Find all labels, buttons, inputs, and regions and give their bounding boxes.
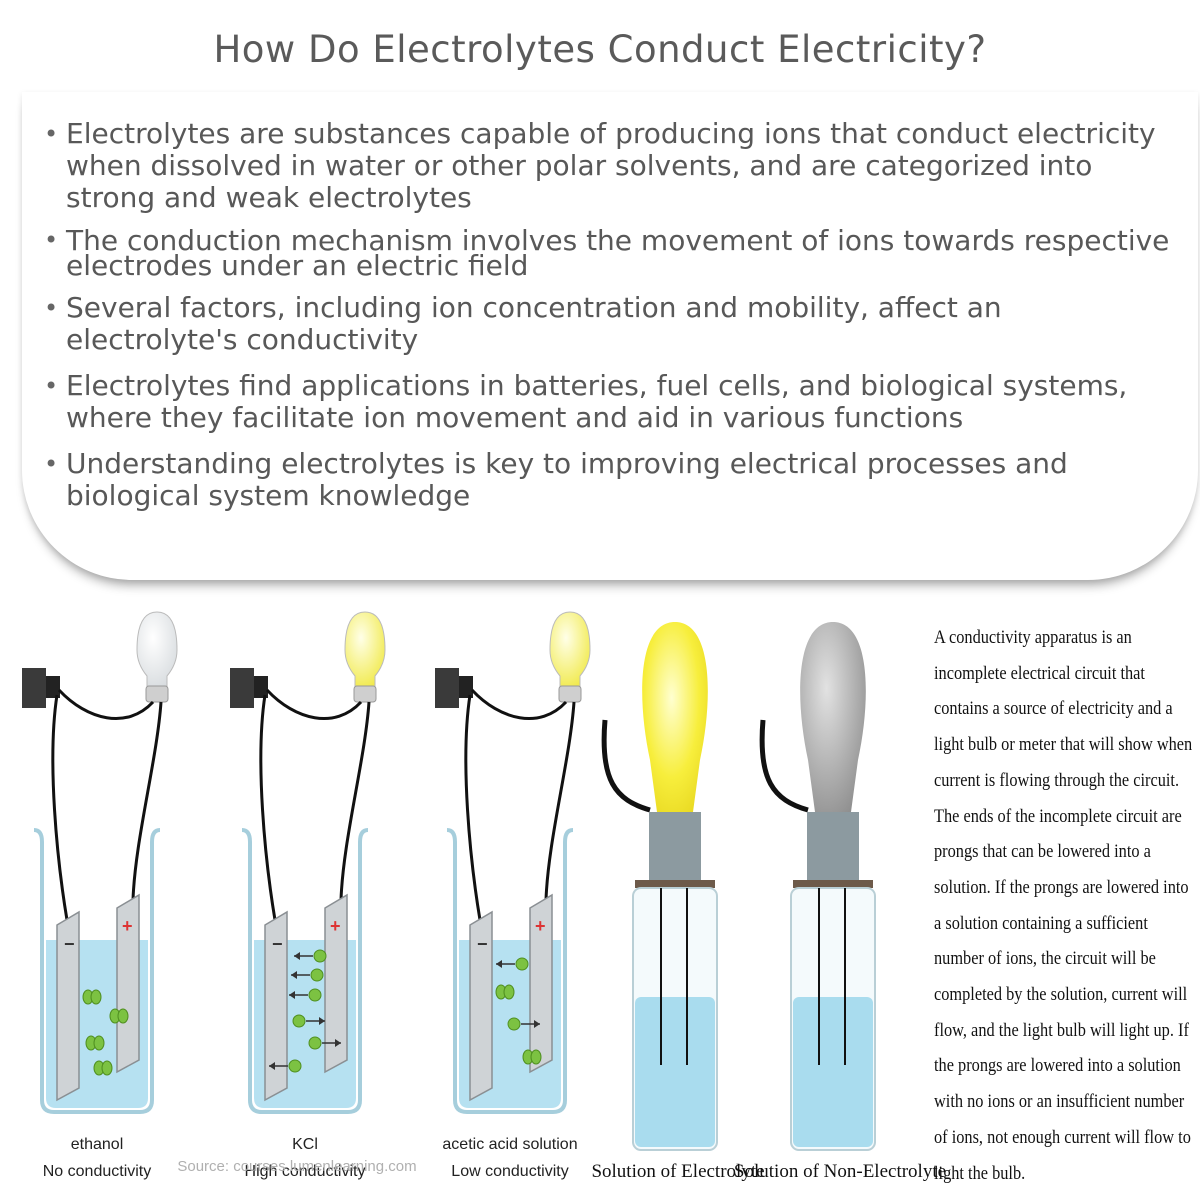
- beaker-name-acetic: acetic acid solution: [442, 1136, 577, 1153]
- light-bulb-icon: [344, 611, 386, 687]
- ion: [515, 957, 529, 971]
- light-bulb-icon: [136, 611, 178, 687]
- beaker-name-kcl: KCl: [292, 1136, 318, 1153]
- bullet-item: Understanding electrolytes is key to imp…: [42, 448, 1182, 512]
- ion: [310, 968, 324, 982]
- conductivity-illustration: − + − + − + ethanol No conductivity KCl High …: [22, 611, 946, 1182]
- positive-electrode: [324, 893, 348, 1074]
- positive-sign: +: [122, 916, 133, 936]
- positive-electrode: [529, 893, 553, 1074]
- ion-arrow: [289, 991, 295, 999]
- negative-sign: −: [64, 934, 75, 954]
- ion-arrow: [534, 1020, 540, 1028]
- wire: [131, 701, 163, 901]
- bullet-item: The conduction mechanism involves the mo…: [42, 227, 1182, 280]
- source-credit: Source: courses.lumenlearning.com: [177, 1158, 416, 1175]
- beaker: [241, 828, 369, 1114]
- bulb-base: [558, 685, 582, 703]
- wire: [601, 719, 651, 813]
- tube-cap: [635, 880, 715, 888]
- wire: [759, 719, 809, 813]
- ion: [308, 988, 322, 1002]
- wire: [57, 688, 155, 720]
- plug-icon: [46, 676, 60, 698]
- ion: [308, 1036, 322, 1050]
- bullet-item: Electrolytes are substances capable of p…: [42, 118, 1182, 214]
- solution: [793, 997, 873, 1147]
- negative-electrode: [264, 910, 288, 1102]
- beaker-label-kcl: High conductivity: [245, 1163, 366, 1180]
- light-bulb-icon: [642, 622, 708, 812]
- wire: [470, 688, 568, 720]
- beaker-name-ethanol: ethanol: [71, 1136, 124, 1153]
- page-title: How Do Electrolytes Conduct Electricity?: [213, 28, 987, 71]
- wire: [339, 701, 371, 901]
- ion: [101, 1060, 113, 1076]
- tube-label-nonelectrolyte: Solution of Non-Electrolyte: [734, 1161, 946, 1182]
- positive-sign: +: [535, 916, 546, 936]
- ion: [507, 1017, 521, 1031]
- apparatus-description: A conductivity apparatus is an incomplet…: [934, 627, 1193, 1184]
- ion: [288, 1059, 302, 1073]
- negative-sign: −: [477, 934, 488, 954]
- ion-arrow: [269, 1062, 275, 1070]
- bullet-item: Electrolytes find applications in batter…: [42, 370, 1182, 434]
- ion: [90, 989, 102, 1005]
- ion: [292, 1014, 306, 1028]
- ion: [530, 1049, 542, 1065]
- wire: [259, 694, 277, 921]
- plug-icon: [459, 676, 473, 698]
- ion: [313, 949, 327, 963]
- wire: [265, 688, 363, 720]
- wire: [544, 701, 576, 901]
- bulb-socket: [649, 812, 701, 882]
- bullet-list: Electrolytes are substances capable of p…: [42, 118, 1182, 526]
- solution: [635, 997, 715, 1147]
- beaker: [446, 828, 574, 1114]
- tube-label-electrolyte: Solution of Electrolyte: [591, 1161, 764, 1182]
- negative-sign: −: [272, 934, 283, 954]
- beaker-label-acetic: Low conductivity: [451, 1163, 568, 1180]
- bullet-item: Several factors, including ion concentra…: [42, 292, 1182, 356]
- light-bulb-icon: [800, 622, 866, 812]
- ion-arrow: [496, 960, 502, 968]
- bulb-socket: [807, 812, 859, 882]
- ion-arrow: [294, 952, 300, 960]
- beaker-label-ethanol: No conductivity: [43, 1163, 152, 1180]
- bulb-base: [353, 685, 377, 703]
- ion: [93, 1035, 105, 1051]
- light-bulb-icon: [549, 611, 591, 687]
- positive-sign: +: [330, 916, 341, 936]
- ion: [117, 1008, 129, 1024]
- plug-icon: [254, 676, 268, 698]
- ion: [503, 984, 515, 1000]
- plug-icon: [22, 668, 46, 708]
- ion-arrow: [291, 971, 297, 979]
- wire: [51, 694, 69, 921]
- negative-electrode: [56, 910, 80, 1102]
- ion-arrow: [335, 1039, 341, 1047]
- wire: [464, 694, 482, 921]
- tube-cap: [793, 880, 873, 888]
- negative-electrode: [469, 910, 493, 1102]
- plug-icon: [230, 668, 254, 708]
- ion-arrow: [319, 1017, 325, 1025]
- beaker: [33, 828, 161, 1114]
- bulb-base: [145, 685, 169, 703]
- plug-icon: [435, 668, 459, 708]
